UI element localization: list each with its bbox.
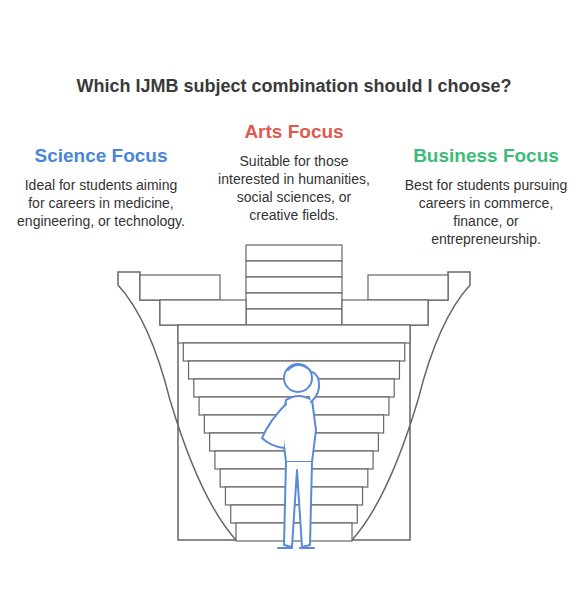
- stair-step: [342, 300, 428, 325]
- stair-step: [246, 277, 342, 293]
- stair-step: [368, 275, 448, 300]
- stair-step: [246, 261, 342, 277]
- option-heading: Science Focus: [15, 144, 187, 168]
- stair-step: [140, 275, 220, 300]
- stair-step: [246, 293, 342, 309]
- stair-step: [178, 325, 410, 343]
- stair-step: [246, 245, 342, 261]
- option-description: Suitable for those interested in humanit…: [212, 152, 376, 224]
- option-heading: Business Focus: [400, 144, 572, 168]
- stair-step: [183, 343, 404, 361]
- option-description: Ideal for students aiming for careers in…: [15, 176, 187, 230]
- focus-option: Arts FocusSuitable for those interested …: [212, 120, 376, 224]
- thinking-person: [262, 364, 319, 548]
- diagram-title: Which IJMB subject combination should I …: [0, 76, 588, 97]
- focus-option: Science FocusIdeal for students aiming f…: [15, 144, 187, 230]
- focus-option: Business FocusBest for students pursuing…: [400, 144, 572, 248]
- stair-step: [246, 309, 342, 325]
- stair-step: [160, 300, 246, 325]
- option-description: Best for students pursuing careers in co…: [400, 176, 572, 248]
- option-heading: Arts Focus: [212, 120, 376, 144]
